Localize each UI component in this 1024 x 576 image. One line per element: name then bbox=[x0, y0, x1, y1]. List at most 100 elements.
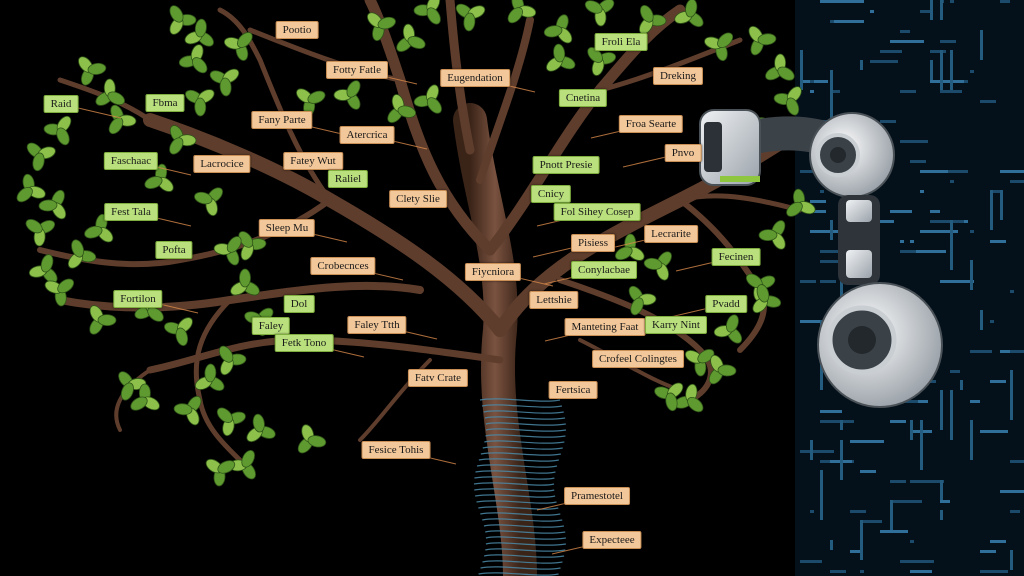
tree-label: Crobecnces bbox=[310, 257, 376, 275]
tree-label: Fatey Wut bbox=[283, 152, 343, 170]
circuit-trace bbox=[920, 190, 924, 193]
tree-label: Lettshie bbox=[529, 291, 579, 309]
circuit-trace bbox=[910, 570, 932, 573]
circuit-trace bbox=[830, 70, 833, 90]
leaf bbox=[252, 413, 265, 433]
circuit-trace bbox=[980, 550, 996, 553]
leaf bbox=[640, 4, 654, 23]
circuit-trace bbox=[950, 50, 953, 90]
circuit-trace bbox=[990, 190, 1000, 193]
circuit-trace bbox=[810, 90, 814, 93]
circuit-trace bbox=[940, 40, 956, 43]
leaf bbox=[107, 91, 125, 106]
tree-label: Dreking bbox=[652, 67, 704, 85]
cable-strand bbox=[483, 410, 564, 414]
cable-strand bbox=[475, 494, 556, 498]
cable-strand bbox=[478, 572, 559, 576]
leaf bbox=[543, 25, 563, 38]
circuit-trace bbox=[940, 90, 962, 93]
circuit-trace bbox=[850, 550, 860, 553]
circuit-trace bbox=[860, 470, 876, 473]
circuit-trace bbox=[990, 190, 993, 230]
tree-label: Expecteee bbox=[582, 531, 642, 549]
circuit-trace bbox=[940, 390, 943, 430]
leaf bbox=[717, 32, 734, 48]
circuit-trace bbox=[960, 280, 970, 283]
tree-label: Fotty Fatle bbox=[326, 61, 388, 79]
circuit-trace bbox=[970, 400, 980, 403]
circuit-trace bbox=[820, 410, 842, 413]
tree-leaves bbox=[16, 0, 816, 487]
circuit-trace bbox=[930, 210, 940, 213]
circuit-trace bbox=[930, 60, 933, 80]
circuit-trace bbox=[810, 230, 838, 233]
circuit-trace bbox=[930, 220, 964, 223]
circuit-trace bbox=[1010, 370, 1013, 420]
tree-label: Froli Ela bbox=[594, 33, 648, 51]
tree-label: Raid bbox=[43, 95, 79, 113]
tree-label: Crofeel Colingtes bbox=[592, 350, 684, 368]
circuit-trace bbox=[840, 280, 843, 310]
cable-strand bbox=[485, 422, 566, 426]
circuit-trace bbox=[970, 420, 973, 460]
leaf bbox=[237, 32, 253, 48]
tree-label: Pisiess bbox=[571, 234, 615, 252]
circuit-trace bbox=[820, 250, 854, 253]
circuit-trace bbox=[1010, 510, 1020, 513]
leaf bbox=[192, 57, 208, 74]
circuit-trace bbox=[860, 60, 863, 70]
leaf bbox=[108, 117, 124, 135]
leaf bbox=[615, 246, 633, 261]
circuit-trace bbox=[810, 210, 826, 213]
circuit-trace bbox=[980, 310, 983, 330]
tree-label: Fol Sihey Cosep bbox=[553, 203, 641, 221]
circuit-trace bbox=[890, 510, 893, 520]
tree-label: Cnicy bbox=[530, 185, 572, 203]
tree-label: Dol bbox=[283, 295, 315, 313]
tree-label: Clety Slie bbox=[389, 190, 447, 208]
leaf bbox=[587, 47, 603, 63]
cable-strand bbox=[474, 488, 555, 492]
tree-label: Pnvo bbox=[664, 144, 702, 162]
tree-label: Froa Searte bbox=[618, 115, 684, 133]
leaf bbox=[194, 18, 207, 38]
circuit-trace bbox=[940, 50, 943, 90]
leaf bbox=[717, 364, 737, 377]
circuit-trace bbox=[810, 200, 826, 203]
leaf bbox=[173, 403, 193, 416]
leaf bbox=[687, 396, 704, 413]
circuit-trace bbox=[890, 420, 906, 423]
circuit-trace bbox=[930, 230, 958, 233]
circuit-trace bbox=[990, 240, 1006, 243]
circuit-trace bbox=[810, 510, 814, 513]
circuit-trace bbox=[940, 0, 943, 20]
circuit-trace bbox=[850, 510, 866, 513]
circuit-trace bbox=[930, 80, 964, 83]
cable-strand bbox=[485, 536, 566, 540]
circuit-trace bbox=[920, 170, 948, 173]
tree-label: Fany Parte bbox=[251, 111, 313, 129]
leaf bbox=[426, 97, 442, 114]
leaf bbox=[426, 7, 441, 25]
circuit-trace bbox=[910, 420, 913, 440]
leaf bbox=[665, 392, 678, 412]
circuit-trace bbox=[900, 30, 910, 33]
leaf bbox=[169, 5, 184, 23]
leaf bbox=[553, 43, 566, 63]
circuit-trace bbox=[900, 500, 922, 503]
tree-label: Fbma bbox=[145, 94, 185, 112]
leaf bbox=[32, 152, 45, 172]
leaf bbox=[463, 12, 476, 32]
circuit-trace bbox=[990, 540, 1006, 543]
circuit-trace bbox=[950, 220, 953, 270]
circuit-trace bbox=[880, 530, 908, 533]
tree-label: Fertsica bbox=[548, 381, 598, 399]
cable-strand bbox=[480, 452, 561, 456]
cable-strand bbox=[483, 554, 565, 558]
circuit-trace bbox=[950, 180, 954, 183]
cable-strand bbox=[482, 518, 563, 522]
circuit-trace bbox=[930, 250, 946, 253]
leaf bbox=[219, 77, 232, 97]
leaf bbox=[507, 7, 523, 24]
